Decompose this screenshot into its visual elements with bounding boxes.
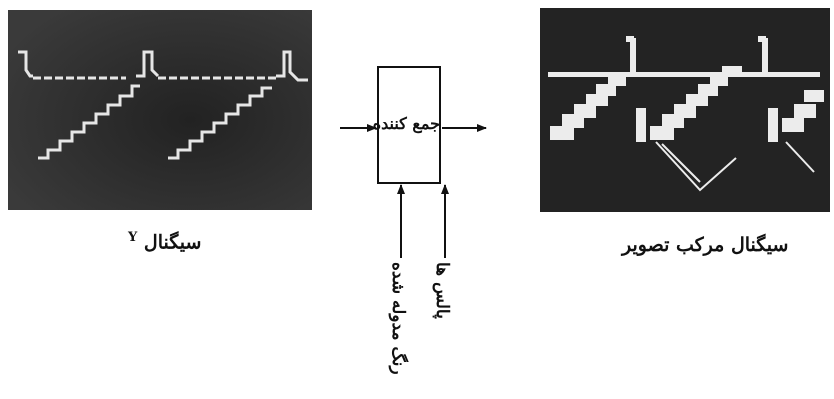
composite-signal-waveform bbox=[540, 8, 830, 212]
color-input-label: رنگ مدوله شده bbox=[388, 262, 408, 375]
y-signal-caption-text: سیگنال bbox=[143, 231, 202, 254]
composite-signal-caption: سیگنال مرکب تصویر bbox=[622, 234, 789, 256]
adder-label: جمع کننده bbox=[372, 114, 440, 133]
y-signal-waveform bbox=[8, 10, 312, 210]
adder-block bbox=[377, 66, 441, 184]
y-signal-caption: سیگنال Y bbox=[128, 230, 201, 253]
composite-signal-scope-image bbox=[540, 8, 830, 212]
y-signal-caption-sup: Y bbox=[128, 230, 138, 245]
pulses-input-label: پالس ها bbox=[432, 262, 452, 319]
y-signal-scope-image bbox=[8, 10, 312, 210]
